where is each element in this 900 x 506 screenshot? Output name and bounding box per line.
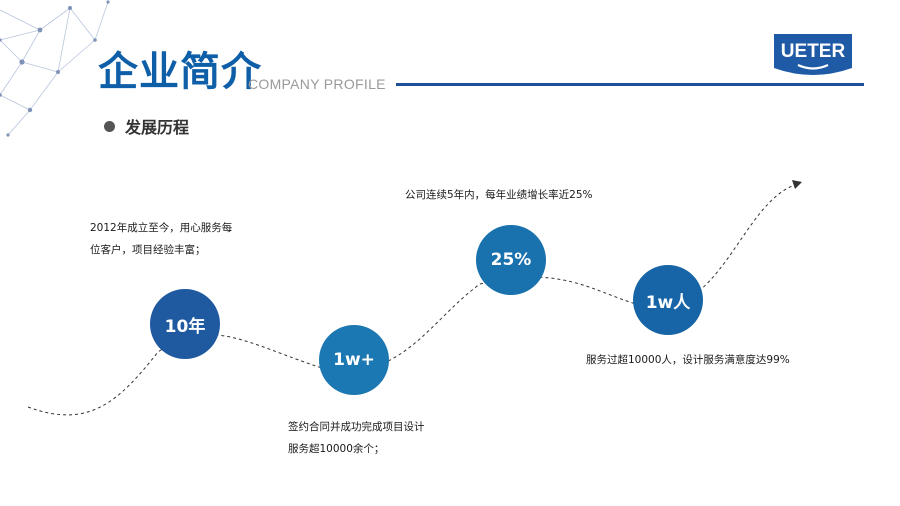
title-rule bbox=[396, 83, 864, 86]
milestone-note-growth-rate: 公司连续5年内，每年业绩增长率近25% bbox=[405, 189, 593, 201]
network-lines-icon bbox=[0, 0, 110, 137]
milestone-10-years: 10年 bbox=[150, 289, 220, 359]
section-title: 发展历程 bbox=[125, 118, 190, 137]
milestone-clients: 1w人 bbox=[633, 265, 703, 335]
milestone-growth-rate: 25% bbox=[476, 225, 546, 295]
page-title: 企业简介 bbox=[98, 49, 262, 95]
bullet-icon bbox=[104, 121, 115, 132]
milestone-note-clients: 服务过超10000人，设计服务满意度达99% bbox=[586, 354, 790, 366]
logo-text: UETER bbox=[781, 41, 846, 62]
arrow-right-icon bbox=[792, 180, 802, 189]
milestone-note-10-years: 2012年成立至今，用心服务每 位客户，项目经验丰富； bbox=[90, 222, 233, 256]
company-logo: UETER bbox=[774, 34, 852, 75]
milestone-note-projects: 签约合同并成功完成项目设计 服务超10000余个； bbox=[288, 421, 425, 455]
milestone-projects: 1w+ bbox=[319, 325, 389, 395]
page-subtitle: COMPANY PROFILE bbox=[248, 76, 386, 92]
